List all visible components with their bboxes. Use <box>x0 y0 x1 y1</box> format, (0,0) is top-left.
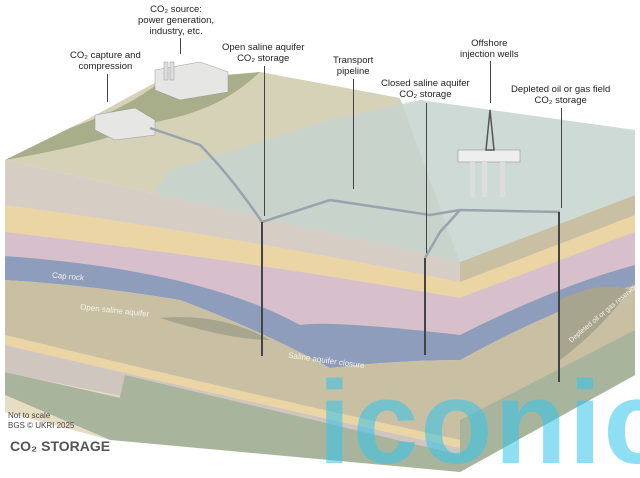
label-line: Open saline aquifer <box>222 42 305 53</box>
aquifer <box>5 280 460 440</box>
right-reservoir <box>560 286 630 360</box>
label-line: industry, etc. <box>149 26 203 37</box>
label-line: injection wells <box>460 49 519 60</box>
layer-yellow-thin <box>5 335 460 448</box>
label-pipeline: Transport pipeline <box>333 55 373 77</box>
label-line: Depleted oil or gas field <box>511 84 611 95</box>
label-open-aquifer: Open saline aquifer CO₂ storage <box>222 42 304 64</box>
label-line: CO₂ capture and <box>70 50 141 61</box>
label-line: CO₂ storage <box>237 53 290 64</box>
capture-plant <box>94 107 156 141</box>
transport-pipeline <box>149 126 561 259</box>
fault-block-green-2 <box>110 375 460 472</box>
diagram-title: CO₂ STORAGE <box>10 438 111 454</box>
right-lower-green <box>460 330 635 472</box>
leader-line <box>264 66 265 216</box>
label-line: Transport <box>333 55 374 66</box>
leader-line <box>490 61 491 103</box>
leader-line <box>561 108 562 208</box>
leader-line <box>107 74 108 102</box>
power-station <box>154 61 229 101</box>
offshore-platform <box>457 109 521 197</box>
label-line: CO₂ source: <box>150 4 202 15</box>
label-line: Offshore <box>471 38 508 49</box>
layer-yellow <box>5 205 460 298</box>
leader-line <box>180 38 181 54</box>
layer-grey-top <box>5 160 460 282</box>
label-line: CO₂ storage <box>534 95 587 106</box>
leader-line <box>353 79 354 189</box>
right-yellow <box>460 215 635 298</box>
watermark-logo: iconic <box>318 357 640 478</box>
right-pink <box>460 232 635 335</box>
label-line: Closed saline aquifer <box>381 78 470 89</box>
label-line: CO₂ storage <box>399 89 452 100</box>
layer-pink <box>5 232 460 335</box>
label-line: compression <box>78 61 133 72</box>
fault-block-green <box>5 372 130 440</box>
label-offshore-wells: Offshore injection wells <box>460 38 519 60</box>
copyright: BGS © UKRI 2025 <box>8 421 75 430</box>
label-co2-capture: CO₂ capture and compression <box>70 50 141 72</box>
scale-note: Not to scale BGS © UKRI 2025 <box>8 411 74 431</box>
aquifer-co2-plume <box>160 316 270 340</box>
label-line: pipeline <box>336 66 370 77</box>
fault-block-beige <box>5 395 110 440</box>
cap-rock <box>5 256 460 368</box>
leader-line <box>426 103 427 253</box>
label-line: power generation, <box>138 15 215 26</box>
not-to-scale: Not to scale <box>8 411 51 420</box>
label-depleted-field: Depleted oil or gas field CO₂ storage <box>511 84 610 106</box>
label-closed-aquifer: Closed saline aquifer CO₂ storage <box>381 78 470 100</box>
label-co2-source: CO₂ source: power generation, industry, … <box>138 4 214 37</box>
